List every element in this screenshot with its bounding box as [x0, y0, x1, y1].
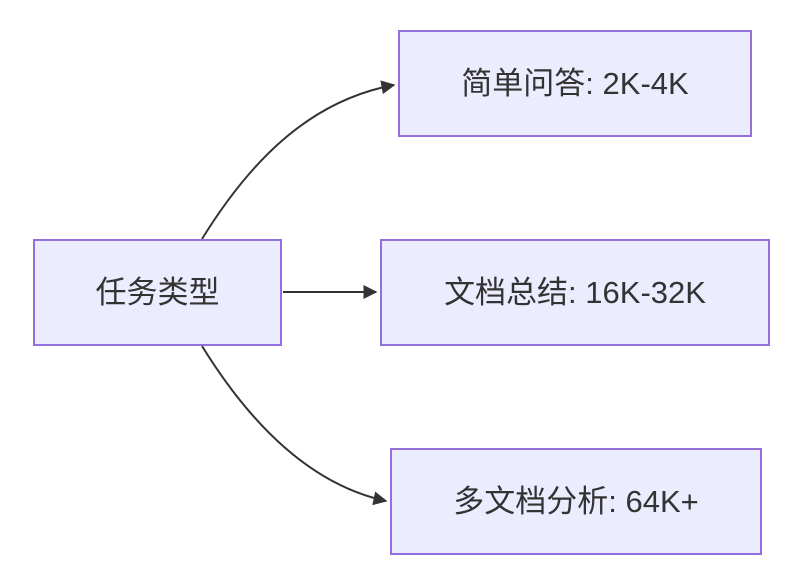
node-multidoc-analysis-label: 多文档分析: 64K+	[453, 483, 699, 519]
node-task-type: 任务类型	[33, 239, 282, 346]
node-multidoc-analysis: 多文档分析: 64K+	[390, 448, 762, 555]
edge-root-to-multidoc	[201, 345, 388, 506]
node-simple-qa: 简单问答: 2K-4K	[398, 30, 752, 137]
edge-root-to-qa	[201, 80, 396, 240]
node-simple-qa-label: 简单问答: 2K-4K	[461, 65, 689, 101]
node-doc-summary-label: 文档总结: 16K-32K	[444, 274, 706, 310]
node-doc-summary: 文档总结: 16K-32K	[380, 239, 770, 346]
node-task-type-label: 任务类型	[95, 274, 220, 310]
